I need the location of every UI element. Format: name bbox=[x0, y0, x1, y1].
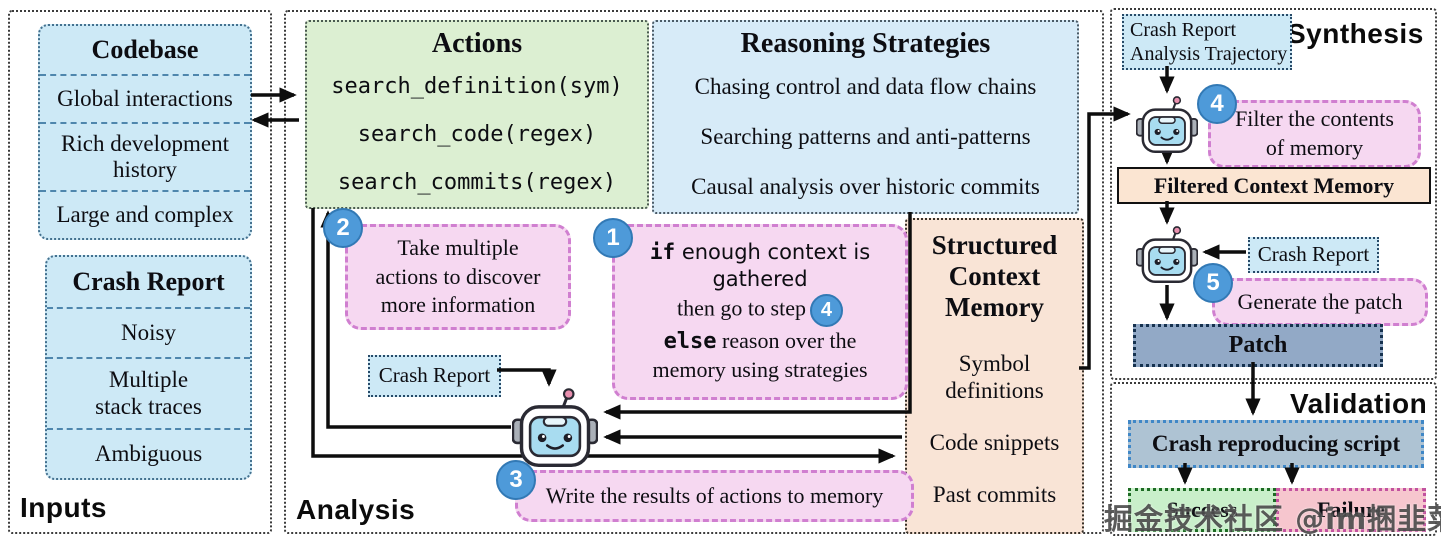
action-item: search_definition(sym) bbox=[331, 73, 623, 99]
step-4-note: Filter the contents of memory bbox=[1208, 100, 1421, 168]
codebase-item: Rich development history bbox=[40, 121, 250, 191]
reasoning-item: Chasing control and data flow chains bbox=[694, 74, 1037, 99]
failure-box: Failure bbox=[1276, 488, 1426, 532]
memory-item: Symbol definitions bbox=[945, 351, 1044, 403]
else-keyword: else bbox=[663, 328, 717, 354]
step-4-badge: 4 bbox=[1197, 84, 1237, 124]
memory-title: Structured Context Memory bbox=[931, 230, 1058, 323]
actions-box: Actions search_definition(sym) search_co… bbox=[305, 20, 649, 209]
if-text: enough context is gathered bbox=[681, 240, 871, 292]
then-text: then go to step bbox=[677, 295, 806, 321]
step-3-badge: 3 bbox=[496, 460, 536, 500]
step-1-note: if enough context is gathered then go to… bbox=[612, 224, 908, 400]
filtered-context-memory-box: Filtered Context Memory bbox=[1117, 167, 1431, 204]
reasoning-item: Causal analysis over historic commits bbox=[691, 174, 1040, 199]
crash-report-item: Multiple stack traces bbox=[47, 356, 250, 429]
structured-context-memory-box: Structured Context Memory Symbol definit… bbox=[905, 218, 1084, 534]
crash-reproducing-script-box: Crash reproducing script bbox=[1128, 420, 1424, 468]
action-item: search_commits(regex) bbox=[337, 170, 617, 196]
analysis-crash-report-chip: Crash Report bbox=[368, 355, 501, 397]
trajectory-chip: Crash Report Analysis Trajectory bbox=[1122, 14, 1292, 70]
analysis-panel-label: Analysis bbox=[296, 494, 416, 525]
step-2-badge: 2 bbox=[323, 208, 363, 248]
validation-panel-label: Validation bbox=[1290, 388, 1428, 419]
actions-title: Actions bbox=[431, 28, 523, 59]
codebase-title: Codebase bbox=[91, 35, 199, 64]
success-box: Success bbox=[1128, 488, 1276, 532]
memory-item: Past commits bbox=[932, 482, 1057, 508]
step-5-note: Generate the patch bbox=[1212, 278, 1428, 326]
synthesis-robot-filter-icon bbox=[1136, 96, 1198, 153]
step-2-note: Take multiple actions to discover more i… bbox=[345, 224, 571, 330]
memory-item: Code snippets bbox=[929, 430, 1060, 456]
action-item: search_code(regex) bbox=[357, 121, 597, 147]
inputs-panel-label: Inputs bbox=[20, 492, 107, 523]
reasoning-item: Searching patterns and anti-patterns bbox=[700, 124, 1031, 149]
reasoning-title: Reasoning Strategies bbox=[740, 28, 991, 59]
crash-report-box: Crash Report Noisy Multiple stack traces… bbox=[45, 255, 252, 480]
analysis-robot-icon bbox=[512, 388, 598, 467]
step-5-badge: 5 bbox=[1193, 263, 1233, 303]
step-1-badge: 1 bbox=[593, 218, 633, 258]
step-3-note: Write the results of actions to memory bbox=[515, 470, 914, 522]
synthesis-robot-patch-icon bbox=[1136, 226, 1198, 283]
reasoning-strategies-box: Reasoning Strategies Chasing control and… bbox=[652, 20, 1079, 214]
crash-report-title: Crash Report bbox=[72, 267, 225, 296]
synthesis-panel-label: Synthesis bbox=[1287, 18, 1424, 49]
watermark-text: 掘金技术社区 @im捆韭菜 bbox=[1104, 502, 1441, 536]
codebase-item: Large and complex bbox=[40, 190, 250, 238]
step-4-inline-badge: 4 bbox=[809, 293, 843, 327]
crash-report-item: Noisy bbox=[47, 307, 250, 357]
synthesis-crash-report-chip: Crash Report bbox=[1248, 237, 1379, 273]
if-keyword: if bbox=[649, 240, 676, 265]
crash-report-item: Ambiguous bbox=[47, 428, 250, 478]
patch-box: Patch bbox=[1133, 324, 1383, 367]
codebase-item: Global interactions bbox=[40, 74, 250, 122]
codebase-box: Codebase Global interactions Rich develo… bbox=[38, 24, 252, 240]
